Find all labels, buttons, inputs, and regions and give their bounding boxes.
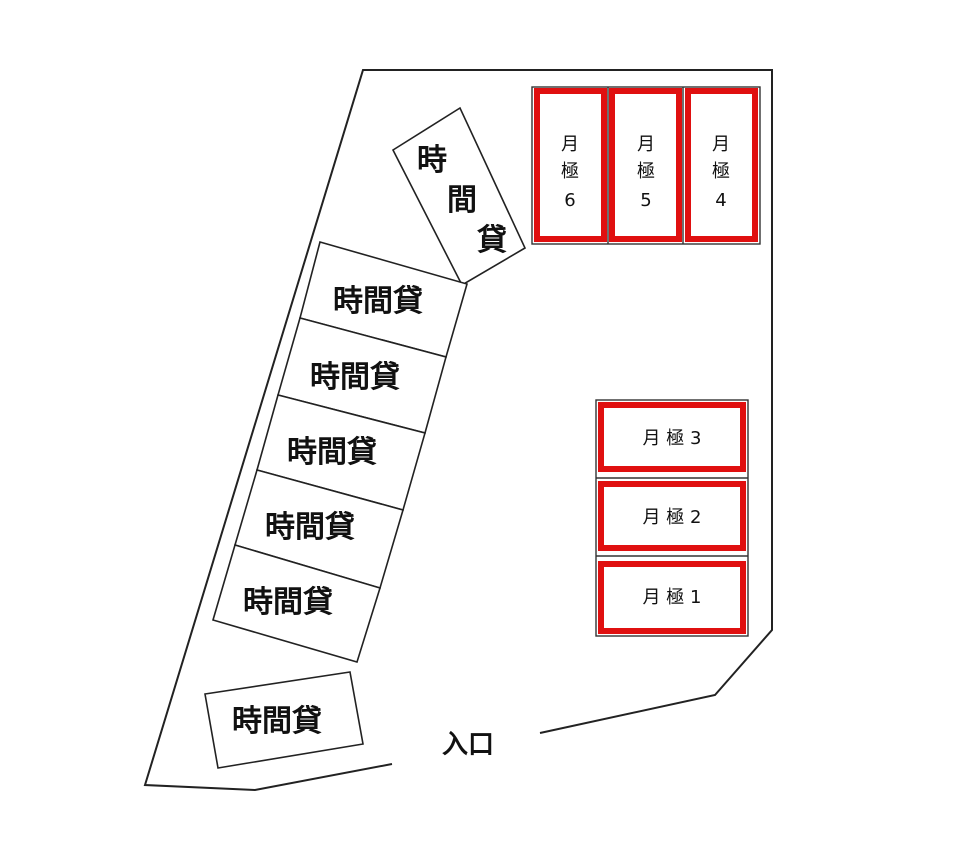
monthly-5-number: 5 <box>640 190 651 211</box>
hourly-label-4: 時間貸 <box>265 510 355 545</box>
monthly-stall-1 <box>598 561 746 634</box>
hourly-stalls-column: 時間貸 時間貸 時間貸 時間貸 時間貸 時間貸 <box>204 241 468 769</box>
diagonal-char-3: 貸 <box>477 223 507 258</box>
monthly-6-number: 6 <box>564 190 575 211</box>
monthly-stalls-top: 月 極 6 月 極 5 月 極 4 <box>531 86 761 245</box>
monthly-6-char-2: 極 <box>561 161 579 182</box>
hourly-label-5: 時間貸 <box>243 585 333 620</box>
entrance-label: 入口 <box>442 730 494 760</box>
lot-boundary <box>143 69 773 792</box>
monthly-1-label: 月 極 1 <box>643 587 702 608</box>
monthly-4-char-2: 極 <box>712 161 730 182</box>
hourly-label-2: 時間貸 <box>310 360 400 395</box>
diagonal-char-2: 間 <box>447 183 477 218</box>
monthly-2-label: 月 極 2 <box>643 507 702 528</box>
monthly-6-char-1: 月 <box>561 134 579 155</box>
monthly-4-char-1: 月 <box>712 134 730 155</box>
monthly-stall-6 <box>534 88 607 242</box>
hourly-label-6: 時間貸 <box>232 704 322 739</box>
monthly-stalls-right: 月 極 3 月 極 2 月 極 1 <box>595 399 749 637</box>
hourly-stall-5 <box>212 544 382 663</box>
monthly-5-char-1: 月 <box>637 134 655 155</box>
monthly-3-label: 月 極 3 <box>643 428 702 449</box>
monthly-stall-3 <box>598 402 746 472</box>
hourly-label-1: 時間貸 <box>333 284 423 319</box>
hourly-stall-6 <box>204 671 364 769</box>
monthly-5-char-2: 極 <box>637 161 655 182</box>
hourly-stall-diagonal: 時 間 貸 <box>391 106 527 287</box>
monthly-stall-4 <box>685 88 758 242</box>
diagonal-char-1: 時 <box>417 143 447 178</box>
monthly-stall-5 <box>609 88 682 242</box>
monthly-4-number: 4 <box>715 190 726 211</box>
hourly-label-3: 時間貸 <box>287 435 377 470</box>
monthly-stall-2 <box>598 481 746 551</box>
